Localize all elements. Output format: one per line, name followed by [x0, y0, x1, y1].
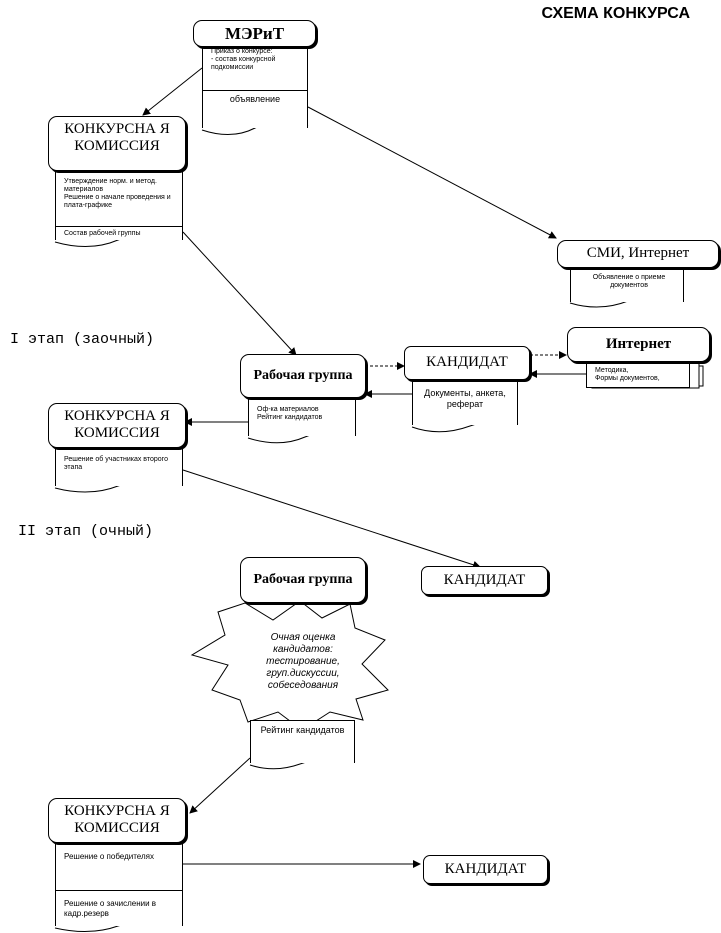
merit-documents: Приказ о конкурсе: - состав конкурсной п… [202, 46, 308, 128]
commission1-approval-text: Утверждение норм. и метод. материалов Ре… [64, 178, 171, 209]
commission3-node: КОНКУРСНА Я КОМИССИЯ [48, 798, 186, 843]
diagram-title: СХЕМА КОНКУРСА [541, 5, 690, 22]
merit-order-text: Приказ о конкурсе: - состав конкурсной п… [211, 48, 276, 71]
rating-text: Рейтинг кандидатов [260, 725, 345, 735]
internet-methods-text: Методика, Формы документов, [595, 367, 660, 382]
candidate1-documents-text: Документы, анкета, реферат [424, 388, 506, 409]
commission2-node: КОНКУРСНА Я КОМИССИЯ [48, 403, 186, 448]
workgroup1-node: Рабочая группа [240, 354, 366, 398]
arrow-merit-smi [307, 106, 557, 239]
candidate1-node: КАНДИДАТ [404, 346, 530, 380]
merit-node: МЭРиТ [193, 20, 316, 47]
arrow-commission-workgroup [182, 231, 297, 356]
internet-documents: Методика, Формы документов, [586, 358, 690, 388]
arrow-rating-commission3 [189, 757, 251, 814]
commission2-documents: Решение об участниках второго этапа [55, 446, 183, 486]
arrow-commission2-candidate2 [182, 469, 481, 569]
commission3-documents: Решение о победителях Решение о зачислен… [55, 840, 183, 926]
candidate1-documents: Документы, анкета, реферат [412, 378, 518, 425]
commission3-winners-text: Решение о победителях [64, 852, 154, 861]
smi-announcement-text: Объявление о приеме документов [592, 274, 666, 289]
commission1-node: КОНКУРСНА Я КОМИССИЯ [48, 116, 186, 171]
merit-announcement-text: объявление [229, 94, 281, 104]
candidate2-node: КАНДИДАТ [421, 566, 548, 595]
stage-1-label: I этап (заочный) [10, 331, 155, 348]
workgroup1-materials-text: Оф-ка материалов Рейтинг кандидатов [257, 406, 323, 421]
commission1-documents: Утверждение норм. и метод. материалов Ре… [55, 170, 183, 240]
assessment-text: Очная оценка кандидатов: тестирование, г… [266, 632, 340, 691]
commission3-reserve-text: Решение о зачислении в кадр.резерв [64, 899, 157, 918]
assessment-star [190, 600, 389, 731]
rating-document: Рейтинг кандидатов [250, 720, 355, 763]
commission1-workgroup-text: Состав рабочей группы [64, 230, 141, 237]
internet-node: Интернет [567, 327, 710, 362]
workgroup1-documents: Оф-ка материалов Рейтинг кандидатов [248, 396, 356, 436]
smi-documents: Объявление о приеме документов [570, 266, 684, 302]
workgroup2-node: Рабочая группа [240, 557, 366, 603]
candidate3-node: КАНДИДАТ [423, 855, 548, 884]
smi-internet-node: СМИ, Интернет [557, 240, 719, 268]
stage-2-label: II этап (очный) [18, 523, 154, 540]
arrow-merit-commission [142, 67, 203, 116]
commission2-decision-text: Решение об участниках второго этапа [64, 456, 168, 471]
